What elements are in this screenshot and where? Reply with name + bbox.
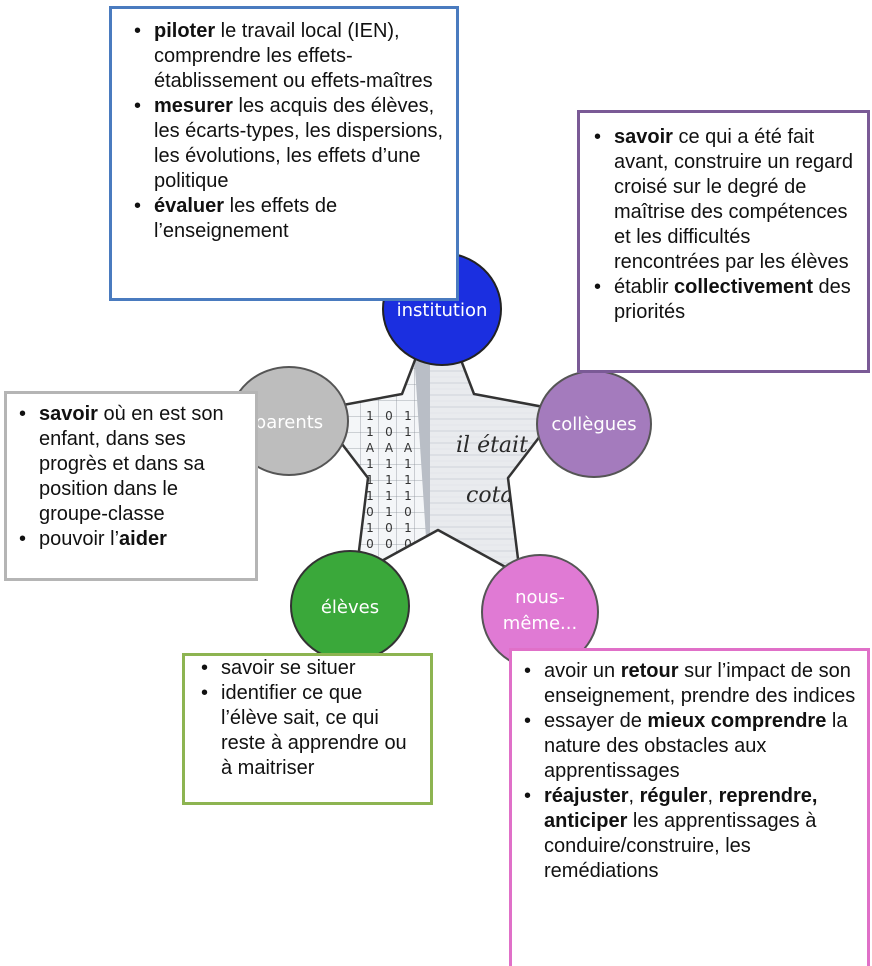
grid-digit: 0 bbox=[366, 537, 374, 551]
handwriting-2: cotait bbox=[466, 483, 530, 508]
collegues-item-1: savoir ce qui a été fait avant, construi… bbox=[588, 125, 861, 275]
grid-digit: 1 bbox=[366, 457, 374, 471]
grid-digit: 1 bbox=[404, 457, 412, 471]
box-parents: savoir où en est son enfant, dans ses pr… bbox=[4, 391, 258, 581]
grid-digit: 1 bbox=[385, 505, 393, 519]
grid-digit: A bbox=[385, 441, 394, 455]
grid-digit: 1 bbox=[404, 473, 412, 487]
node-nous-meme-label-1: nous- bbox=[515, 587, 565, 608]
grid-digit: 1 bbox=[366, 473, 374, 487]
grid-digit: 1 bbox=[404, 409, 412, 423]
node-parents: parents bbox=[229, 366, 349, 476]
grid-digit: A bbox=[404, 441, 413, 455]
grid-digit: 1 bbox=[385, 489, 393, 503]
grid-digit: 0 bbox=[385, 425, 393, 439]
grid-digit: 1 bbox=[385, 457, 393, 471]
institution-item-2: mesurer les acquis des élèves, les écart… bbox=[128, 94, 444, 194]
handwriting-1: il était bbox=[456, 433, 528, 458]
grid-digit: 1 bbox=[404, 521, 412, 535]
grid-digit: A bbox=[366, 441, 375, 455]
grid-digit: 1 bbox=[366, 521, 374, 535]
grid-digit: 1 bbox=[366, 489, 374, 503]
node-eleves: élèves bbox=[290, 550, 410, 662]
parents-item-2: pouvoir l’aider bbox=[13, 527, 249, 552]
node-institution-label: institution bbox=[397, 300, 488, 321]
grid-digit: 1 bbox=[404, 489, 412, 503]
nous-item-3: réajuster, réguler, reprendre, anticiper… bbox=[518, 784, 863, 884]
grid-digit: 1 bbox=[404, 425, 412, 439]
node-parents-label: parents bbox=[255, 412, 323, 433]
grid-digit: 1 bbox=[366, 425, 374, 439]
grid-digit: 0 bbox=[366, 505, 374, 519]
node-collegues: collègues bbox=[536, 370, 652, 478]
institution-item-1: piloter le travail local (IEN), comprend… bbox=[128, 19, 444, 94]
grid-digit: 0 bbox=[385, 537, 393, 551]
collegues-item-2: établir collectivement des priorités bbox=[588, 275, 861, 325]
nous-item-1: avoir un retour sur l’impact de son ense… bbox=[518, 659, 863, 709]
nous-item-2: essayer de mieux comprendre la nature de… bbox=[518, 709, 863, 784]
box-nous-meme: avoir un retour sur l’impact de son ense… bbox=[509, 648, 870, 966]
node-nous-meme: nous- même... bbox=[481, 554, 599, 670]
box-collegues: savoir ce qui a été fait avant, construi… bbox=[577, 110, 870, 373]
node-nous-meme-label-2: même... bbox=[503, 613, 577, 634]
eleves-item-1: savoir se situer bbox=[195, 656, 422, 681]
grid-digit: 1 bbox=[385, 473, 393, 487]
eleves-item-2: identifier ce que l’élève sait, ce qui r… bbox=[195, 681, 422, 781]
parents-item-1: savoir où en est son enfant, dans ses pr… bbox=[13, 402, 249, 527]
node-collegues-label: collègues bbox=[551, 414, 636, 435]
grid-digit: 0 bbox=[404, 505, 412, 519]
grid-digit: 0 bbox=[404, 537, 412, 551]
grid-digit: 0 bbox=[385, 409, 393, 423]
box-eleves: savoir se situer identifier ce que l’élè… bbox=[182, 653, 433, 805]
institution-item-3: évaluer les effets de l’enseignement bbox=[128, 194, 444, 244]
box-institution: piloter le travail local (IEN), comprend… bbox=[109, 6, 459, 301]
grid-digit: 0 bbox=[385, 521, 393, 535]
grid-digit: 1 bbox=[366, 409, 374, 423]
node-eleves-label: élèves bbox=[321, 597, 379, 618]
